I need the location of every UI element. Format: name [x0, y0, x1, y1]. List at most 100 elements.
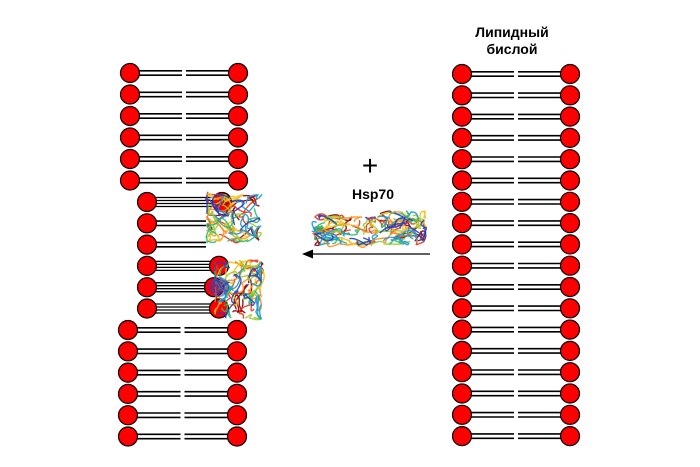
lipid-tails	[470, 347, 562, 354]
membrane-bound-hsp70	[204, 191, 265, 321]
lipid-head	[227, 170, 249, 191]
lipid-tails	[138, 177, 230, 184]
protein-strand	[204, 210, 218, 223]
lipid-head	[451, 149, 473, 170]
lipid-head	[451, 234, 473, 255]
lipid-head	[117, 405, 139, 426]
lipid-tails	[470, 411, 562, 418]
lipid-head	[451, 191, 473, 212]
lipid-head	[117, 383, 139, 404]
lipid-head	[559, 106, 581, 127]
lipid-head	[559, 149, 581, 170]
protein-strand	[385, 218, 414, 232]
lipid-head	[136, 234, 158, 255]
protein-strand	[247, 267, 262, 283]
protein-strand	[336, 216, 363, 222]
lipid-pair	[119, 84, 249, 105]
protein-strand	[419, 210, 427, 220]
lipid-head	[451, 362, 473, 383]
protein-strand	[238, 303, 255, 319]
lipid-pair	[451, 63, 581, 85]
lipid-head	[226, 319, 248, 341]
lipid-head	[451, 106, 473, 127]
lipid-head	[451, 213, 473, 234]
disrupted-lipid-bilayer	[117, 62, 249, 447]
lipid-head	[559, 404, 581, 425]
lipid-head	[559, 63, 581, 85]
lipid-bilayer-label: Липидный бислой	[475, 24, 549, 57]
protein-strand	[341, 228, 361, 236]
lipid-head	[136, 277, 158, 298]
protein-strand	[356, 237, 377, 246]
lipid-tails	[470, 283, 562, 291]
lipid-tails	[470, 262, 562, 269]
protein-strand	[383, 236, 410, 246]
lipid-pair	[119, 62, 249, 84]
lipid-pair	[451, 404, 581, 425]
lipid-head	[226, 341, 248, 362]
lipid-tails	[470, 433, 562, 440]
protein-strand	[230, 199, 245, 226]
protein-strand	[227, 234, 258, 243]
lipid-head	[559, 340, 581, 361]
lipid-head	[559, 170, 581, 191]
protein-strand	[416, 218, 422, 229]
lipid-head	[559, 234, 581, 255]
lipid-head	[119, 127, 141, 148]
protein-strand	[318, 214, 338, 225]
lipid-head	[451, 340, 473, 361]
lipid-pair	[451, 106, 581, 127]
lipid-tails	[470, 92, 562, 99]
lipid-head	[136, 213, 158, 234]
lipid-tails	[470, 220, 562, 227]
lipid-pair	[451, 213, 581, 234]
lipid-pair	[451, 340, 581, 361]
lipid-pair	[451, 149, 581, 170]
protein-strand	[229, 218, 244, 242]
protein-strand	[324, 216, 345, 234]
lipid-tails	[470, 198, 562, 205]
lipid-head	[451, 383, 473, 404]
reaction-arrow	[302, 249, 430, 259]
lipid-tails	[470, 305, 562, 312]
lipid-head	[117, 341, 139, 362]
protein-strand	[243, 293, 256, 307]
lipid-head	[227, 105, 249, 127]
protein-strand	[368, 217, 383, 235]
lipid-tails	[470, 156, 562, 163]
protein-strand	[242, 261, 261, 272]
lipid-tails	[470, 326, 562, 333]
lipid-head	[559, 255, 581, 276]
protein-strand	[247, 261, 264, 284]
lipid-pair	[119, 148, 249, 170]
lipid-head	[451, 298, 473, 319]
lipid-head	[119, 170, 141, 191]
protein-strand	[216, 290, 237, 319]
lipid-tails	[138, 91, 230, 98]
lipid-pair	[119, 127, 249, 148]
lipid-head	[119, 148, 141, 170]
lipid-head	[117, 319, 139, 341]
lipid-head	[451, 319, 473, 340]
lipid-pair	[451, 191, 581, 212]
protein-strand	[221, 194, 245, 216]
protein-strand	[214, 260, 231, 272]
lipid-pair-disrupted	[136, 234, 206, 255]
protein-strand	[311, 220, 317, 233]
lipid-head	[226, 362, 248, 383]
hsp70-label: Hsp70	[351, 186, 395, 202]
lipid-head	[136, 298, 158, 319]
protein-strand	[409, 214, 425, 224]
protein-strand	[240, 292, 254, 306]
protein-strand	[209, 199, 220, 216]
lipid-tails	[470, 241, 562, 248]
lipid-head	[559, 426, 581, 447]
protein-strand	[225, 259, 245, 278]
protein-strand	[214, 195, 231, 220]
lipid-pair	[451, 319, 581, 340]
protein-strand	[249, 262, 262, 287]
protein-strand	[205, 225, 217, 244]
arrow-head	[302, 249, 313, 259]
lipid-head	[227, 62, 249, 84]
